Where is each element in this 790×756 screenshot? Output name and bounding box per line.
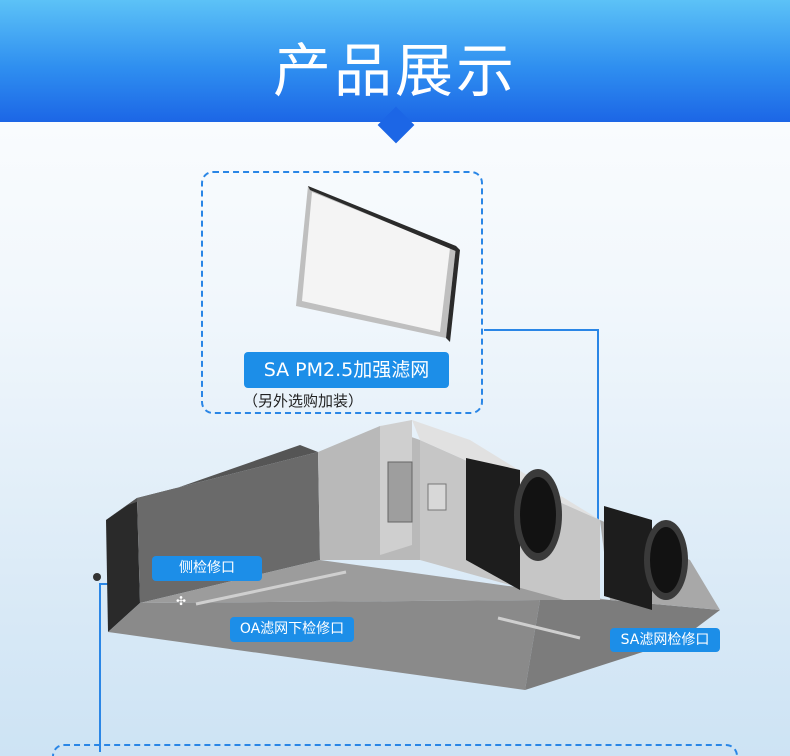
bottom-callout-frame [52,744,738,756]
page-title: 产品展示 [272,37,517,105]
svg-text:✣: ✣ [176,594,186,608]
side-maintenance-port-label: 侧检修口 [152,556,262,581]
filter-callout-frame [201,171,483,414]
sa-pm25-filter-label: SA PM2.5加强滤网 [244,352,449,388]
oa-filter-bottom-port-label: OA滤网下检修口 [230,617,354,642]
optional-purchase-note: （另外选购加装） [243,392,364,410]
pm25-filter-image [296,186,460,342]
sa-filter-port-label: SA滤网检修口 [610,628,720,652]
header-banner: 产品展示 [0,0,790,122]
